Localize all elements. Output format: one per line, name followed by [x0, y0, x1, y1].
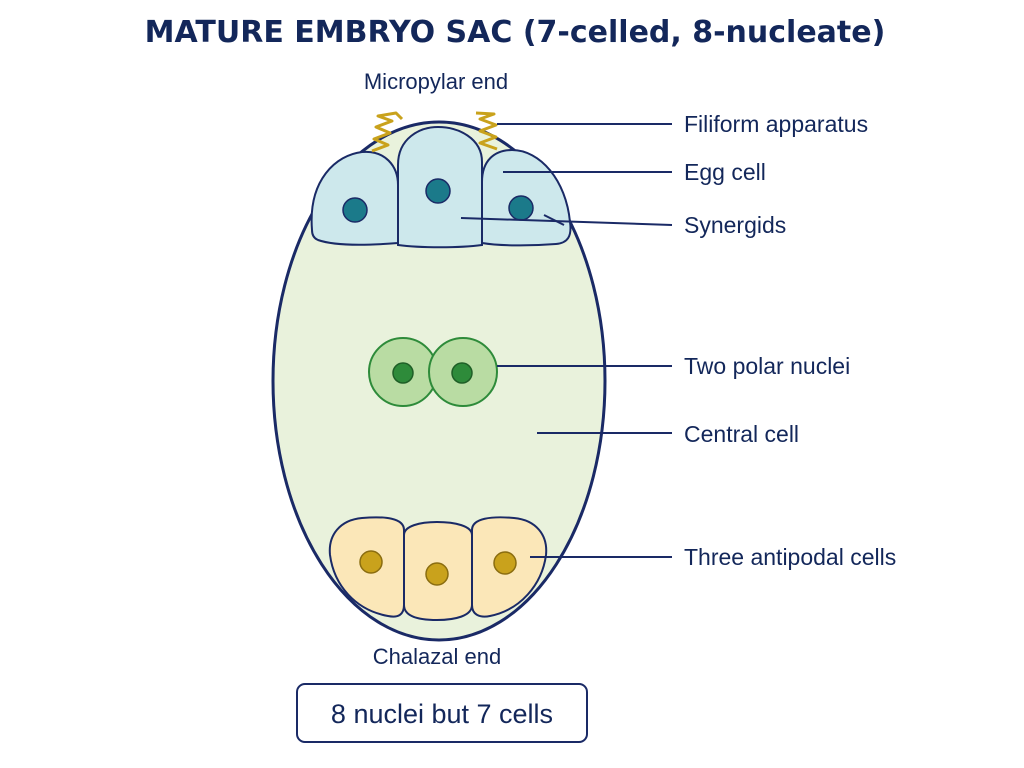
label-central-cell: Central cell	[684, 421, 799, 447]
label-synergids: Synergids	[684, 212, 786, 238]
label-egg-cell: Egg cell	[684, 159, 766, 185]
leader-synergids-b	[543, 214, 565, 226]
synergid-right-nucleus	[508, 195, 534, 221]
label-polar-nuclei: Two polar nuclei	[684, 353, 850, 379]
egg-cell-nucleus	[425, 178, 451, 204]
note-box	[296, 683, 588, 743]
filiform-apparatus-right	[475, 111, 498, 151]
synergid-left-nucleus	[342, 197, 368, 223]
diagram-title: MATURE EMBRYO SAC (7-celled, 8-nucleate)	[145, 15, 886, 50]
micropylar-end-label: Micropylar end	[364, 69, 508, 94]
antipodal-nucleus-left	[359, 550, 383, 574]
leader-synergids-a	[460, 217, 673, 226]
polar-nucleus-right	[451, 362, 473, 384]
label-antipodal-cells: Three antipodal cells	[684, 544, 896, 570]
polar-nucleus-left	[392, 362, 414, 384]
note-text: 8 nuclei but 7 cells	[331, 699, 553, 729]
filiform-apparatus-left	[371, 111, 404, 153]
label-filiform-apparatus: Filiform apparatus	[684, 111, 868, 137]
antipodal-nucleus-center	[425, 562, 449, 586]
antipodal-nucleus-right	[493, 551, 517, 575]
chalazal-end-label: Chalazal end	[373, 644, 501, 669]
